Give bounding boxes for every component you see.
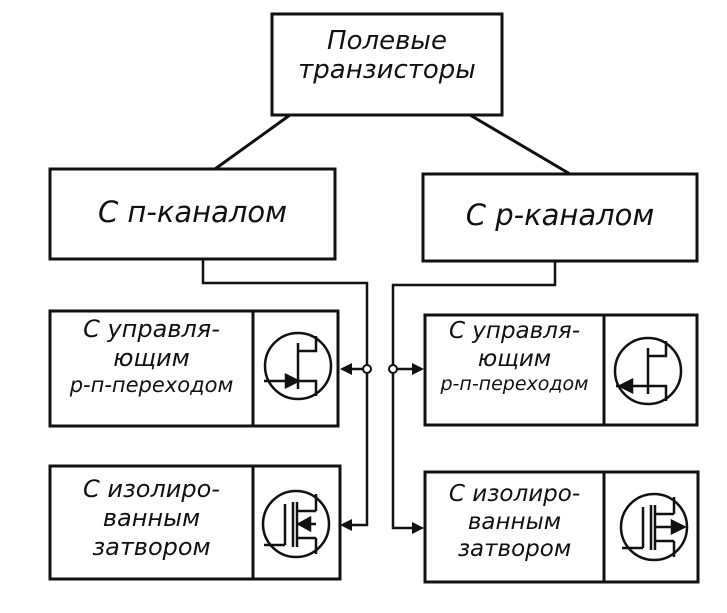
p-junction-label-line1: С управля- [448, 318, 581, 344]
p-junction-node [388, 364, 398, 374]
p-insulated-label-line1: С изолиро- [448, 481, 581, 507]
root-box [270, 12, 504, 117]
n-channel-box [48, 167, 337, 261]
root-to-n-line [214, 113, 291, 171]
root-to-p-line [469, 113, 571, 176]
p-junction-label-line2: ющим [477, 345, 552, 372]
p-channel-mosfet-symbol-icon [619, 492, 689, 562]
p-junction-box [423, 313, 699, 427]
p-junction-arrowhead [412, 363, 424, 375]
root-label-line2: транзисторы [298, 55, 476, 86]
root-label-line1: Полевые [327, 26, 447, 56]
root-label: Полевые транзисторы [272, 26, 502, 86]
p-channel-box [421, 172, 699, 263]
n-junction-label-line2: ющим [113, 343, 190, 372]
n-insulated-label-line3: затвором [92, 532, 211, 561]
n-junction-label: С управля- ющим р-п-переходом [50, 315, 253, 398]
n-channel-connector [201, 259, 369, 527]
n-junction-arrowhead [340, 363, 352, 375]
n-junction-label-line3: р-п-переходом [69, 372, 234, 397]
n-insulated-box [48, 464, 342, 581]
n-junction-box [48, 309, 340, 428]
p-insulated-label: С изолиро- ванным затвором [425, 481, 604, 564]
p-channel-label: С р-каналом [465, 198, 655, 232]
n-channel-jfet-symbol-icon [263, 331, 333, 401]
n-insulated-label: С изолиро- ванным затвором [50, 475, 253, 561]
n-channel-mosfet-symbol-icon [261, 489, 331, 559]
p-channel-connector [391, 261, 557, 530]
n-junction-label-line1: С управля- [83, 315, 220, 343]
p-junction-label-line3: р-п-переходом [440, 373, 589, 396]
n-channel-label: С п-каналом [97, 195, 288, 229]
p-junction-label: С управля- ющим р-п-переходом [425, 318, 604, 396]
n-insulated-arrowhead [340, 519, 352, 531]
p-insulated-label-line2: ванным [467, 508, 562, 535]
p-insulated-label-line3: затвором [457, 536, 572, 563]
p-insulated-box [423, 470, 700, 584]
n-junction-node [362, 364, 372, 374]
n-insulated-label-line2: ванным [102, 503, 201, 532]
n-insulated-label-line1: С изолиро- [83, 475, 220, 503]
p-channel-jfet-symbol-icon [613, 336, 683, 406]
p-insulated-arrowhead [412, 522, 424, 534]
